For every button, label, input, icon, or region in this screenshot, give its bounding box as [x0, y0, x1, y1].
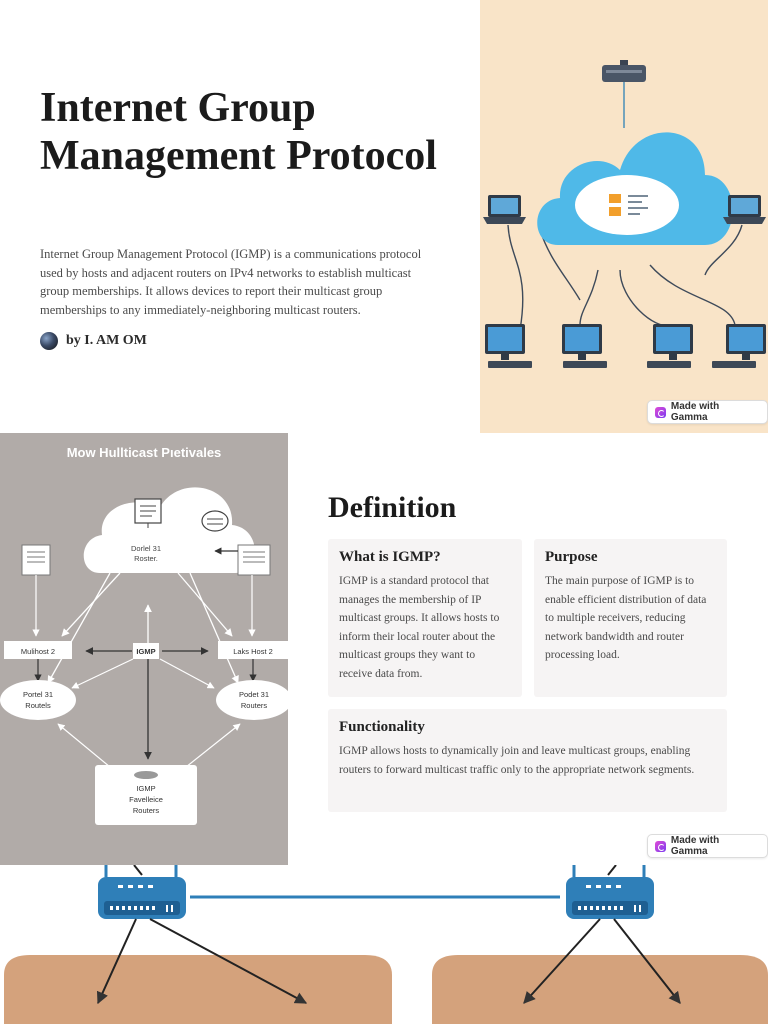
card-title: Functionality — [339, 719, 425, 735]
bottom-box-label: IGMP — [136, 784, 155, 793]
badge-label: Made with Gamma — [670, 401, 720, 423]
made-with-gamma-button[interactable]: Made with Gamma — [647, 834, 768, 858]
igmp-box — [133, 643, 159, 659]
diagram-title: Mow Hullticast Pıetivales — [67, 445, 222, 460]
card-title: Purpose — [545, 549, 598, 565]
slide-title: Internet Group Management Protocol Inter… — [0, 0, 768, 433]
card-body: IGMP is a standard protocol that manages… — [339, 575, 500, 680]
ground-shape-right — [432, 955, 768, 1024]
cloud-label-line2: Roster. — [134, 554, 158, 563]
bottom-box-label-line3: Routers — [133, 806, 160, 815]
desktop-computer-icon — [712, 324, 766, 368]
desktop-computer-icon — [647, 324, 693, 368]
server-icon — [237, 544, 271, 576]
multicast-diagram: Mow Hullticast Pıetivales Dorlel 31 Rost… — [0, 433, 288, 865]
left-router-label-line2: Routels — [25, 701, 51, 710]
desktop-computer-icon — [485, 324, 532, 368]
author-name: by I. AM OM — [66, 333, 147, 348]
section-title: Definition — [328, 491, 457, 524]
avatar — [40, 332, 58, 350]
card-functionality: Functionality IGMP allows hosts to dynam… — [328, 709, 727, 812]
router-ellipse-left — [0, 680, 76, 720]
slide-definition: Mow Hullticast Pıetivales Dorlel 31 Rost… — [0, 433, 768, 865]
author-byline: by I. AM OM — [40, 332, 147, 350]
desktop-computer-icon — [562, 324, 607, 368]
badge-label: Made with Gamma — [670, 835, 720, 857]
igmp-router-box — [95, 765, 197, 825]
right-router-label: Podet 31 — [239, 690, 269, 699]
left-router-label: Portel 31 — [23, 690, 53, 699]
right-host-label: Laks Host 2 — [233, 647, 273, 656]
card-body: The main purpose of IGMP is to enable ef… — [545, 575, 707, 661]
laptop-icon — [483, 195, 526, 224]
cloud-shape — [83, 487, 255, 573]
router-ellipse-right — [216, 680, 288, 720]
card-body: IGMP allows hosts to dynamically join an… — [339, 745, 695, 776]
network-cloud-illustration — [480, 0, 768, 433]
router-icon — [98, 865, 186, 919]
cloud-icon — [537, 132, 733, 245]
gamma-logo-icon — [655, 840, 666, 852]
router-indicator-icon — [134, 771, 158, 779]
router-icon — [566, 865, 654, 919]
card-what-is-igmp: What is IGMP? IGMP is a standard protoco… — [328, 539, 522, 697]
monitor-icon — [134, 498, 162, 528]
page-title: Internet Group Management Protocol — [40, 85, 437, 179]
server-icon — [21, 544, 51, 576]
card-title: What is IGMP? — [339, 549, 441, 565]
cloud-label: Dorlel 31 — [131, 544, 161, 553]
igmp-label: IGMP — [136, 647, 155, 656]
database-icon — [201, 510, 229, 532]
host-box-left — [4, 641, 72, 659]
left-host-label: Mulihost 2 — [21, 647, 55, 656]
card-purpose: Purpose The main purpose of IGMP is to e… — [534, 539, 727, 697]
made-with-gamma-button[interactable]: Made with Gamma — [647, 400, 768, 424]
modem-icon — [602, 60, 646, 82]
right-router-label-line2: Routers — [241, 701, 268, 710]
intro-description: Internet Group Management Protocol (IGMP… — [40, 247, 422, 317]
ground-shape-left — [4, 955, 392, 1024]
slide-network-routers — [0, 865, 768, 1024]
bottom-box-label-line2: Favelleice — [129, 795, 163, 804]
laptop-icon — [723, 195, 766, 224]
host-box-right — [218, 641, 288, 659]
gamma-logo-icon — [655, 406, 666, 418]
